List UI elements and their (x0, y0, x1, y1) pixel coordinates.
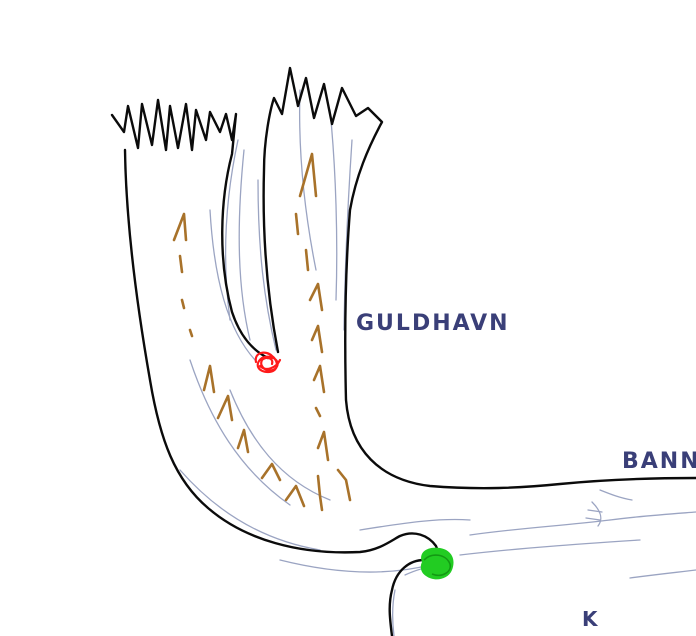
right-tongue-outline (262, 66, 696, 490)
flow-mark (336, 468, 352, 502)
green-marker (420, 547, 454, 580)
flow-mark (310, 324, 324, 354)
glacier-name-label: GULDHAVN (356, 311, 510, 336)
valley-floor-outline (123, 148, 439, 636)
bottom-right-label: K (582, 607, 600, 631)
red-marker (254, 351, 282, 374)
flow-mark (304, 248, 310, 272)
shading-strokes (179, 89, 696, 636)
flow-mark (312, 364, 326, 394)
flow-mark (236, 428, 250, 454)
flow-mark (294, 212, 300, 236)
flow-mark (180, 298, 186, 310)
right-edge-label: BANN (622, 449, 696, 474)
flow-mark (188, 328, 194, 338)
flow-mark (284, 484, 306, 508)
flow-mark (172, 212, 188, 242)
flow-mark (316, 430, 330, 462)
left-tongue-outline (110, 98, 270, 360)
flow-mark (216, 394, 234, 422)
flow-marks (172, 152, 352, 512)
flow-mark (178, 254, 184, 274)
flow-mark (316, 474, 324, 512)
flow-mark (298, 152, 318, 198)
flow-mark (314, 406, 322, 418)
flow-mark (260, 462, 282, 482)
glacier-outline (110, 66, 696, 636)
flow-mark (202, 364, 216, 394)
flow-mark (308, 282, 324, 312)
